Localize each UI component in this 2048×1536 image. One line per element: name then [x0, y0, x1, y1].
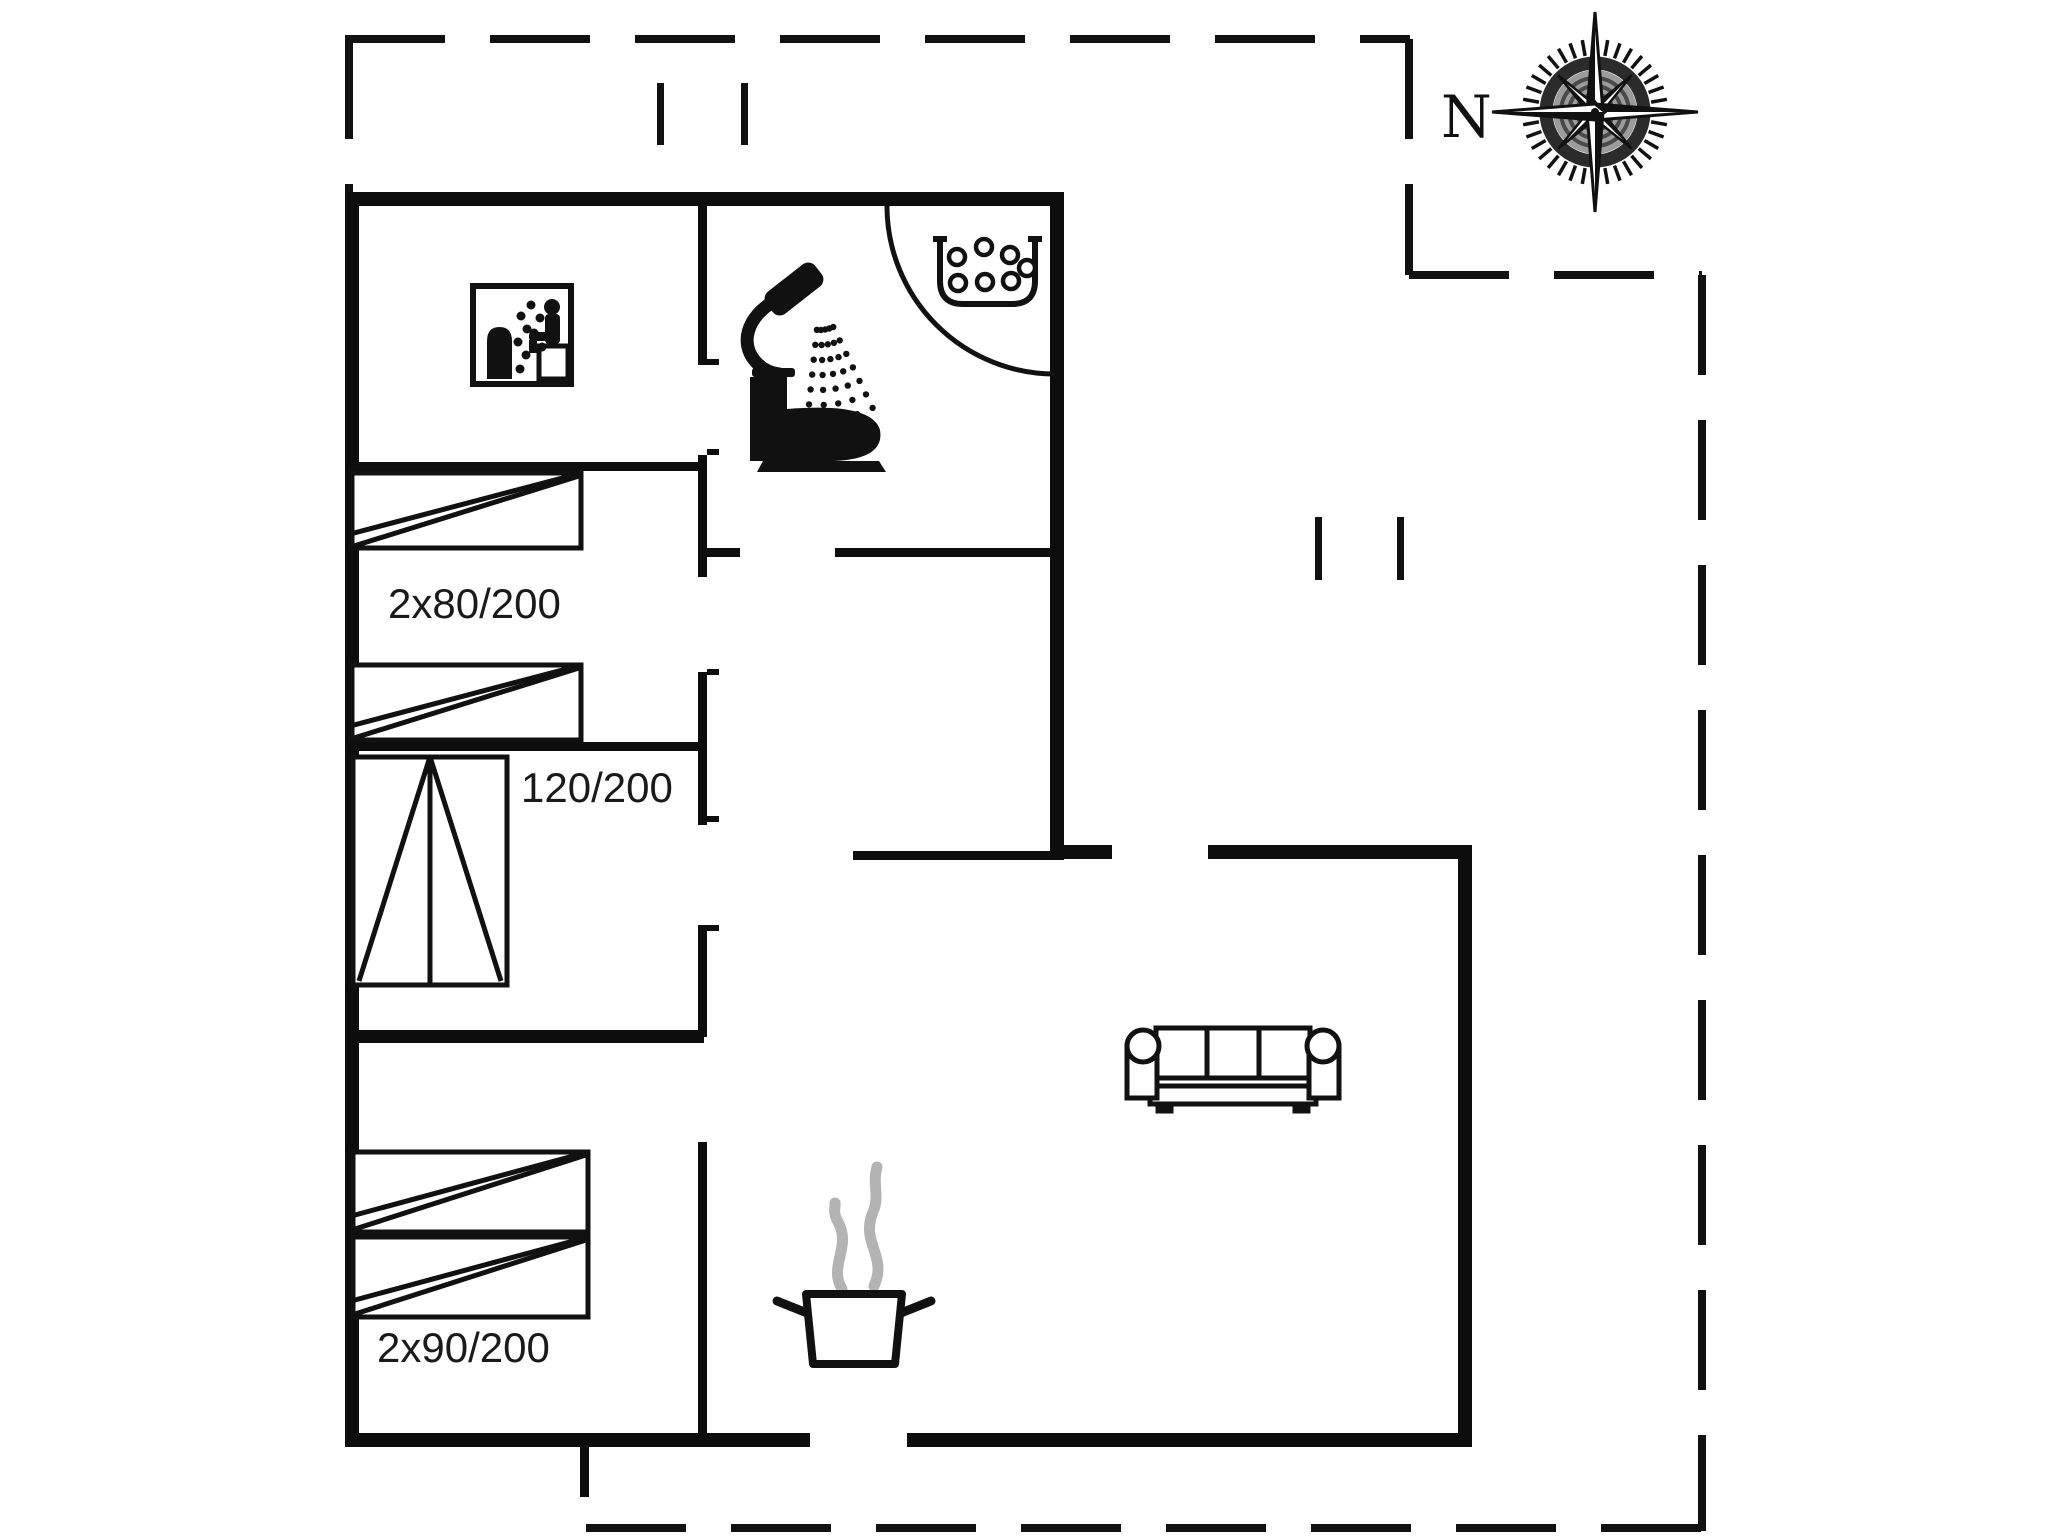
sofa-icon [1124, 1025, 1342, 1114]
wall-bath-bottom-left [698, 548, 740, 557]
wall-south-left [345, 1433, 810, 1447]
wall-hall-seg4 [698, 925, 707, 1037]
gate-tick [1315, 517, 1322, 580]
door-jamb-tick [707, 925, 719, 931]
wall-sauna-bottom [352, 462, 704, 471]
bed-80-top [349, 470, 584, 551]
compass-cardinal-points [1491, 11, 1699, 213]
wall-stub-south [580, 1447, 589, 1497]
north-label: N [1441, 83, 1492, 151]
compass-center [1591, 108, 1599, 116]
sofa-back [1153, 1025, 1313, 1081]
washbasin-stones [946, 236, 1038, 294]
wall-east-upper [1050, 192, 1064, 860]
sofa-armrest-left [1124, 1027, 1162, 1101]
sauna-person [529, 299, 560, 353]
pot-steam [829, 1197, 848, 1295]
wall-bedroom-divider-2 [352, 1030, 704, 1043]
wall-hall-seg5 [698, 1142, 707, 1433]
bed-double-label: 2x90/200 [377, 1324, 550, 1371]
cooking-pot-icon [772, 1161, 936, 1368]
door-jamb-tick [707, 816, 719, 822]
sauna-steam-dots [513, 300, 547, 374]
pot-steam [863, 1161, 884, 1292]
pot-handle [772, 1296, 812, 1318]
shower-handle [740, 296, 786, 381]
wall-living-east [1458, 845, 1472, 1447]
sauna-icon [470, 283, 574, 387]
beds [349, 470, 591, 1320]
door-jamb-tick [707, 669, 719, 675]
bed-bunk-label: 2x80/200 [388, 580, 561, 627]
bed-90-bottom [350, 1234, 591, 1320]
interior-walls [352, 206, 1057, 1497]
door-jamb-tick [707, 449, 719, 455]
terrace-opening-ticks [657, 83, 1404, 580]
wall-hall-seg2 [698, 455, 707, 577]
gate-tick [741, 83, 748, 145]
gate-tick [1397, 517, 1404, 580]
wall-living-top-left [1050, 845, 1112, 859]
door-swing-arc [884, 205, 1056, 377]
sofa-armrest-right [1304, 1027, 1342, 1101]
bed-90-top [350, 1149, 591, 1235]
wall-south-right [907, 1433, 1472, 1447]
wardrobe-icon [350, 754, 510, 988]
bed-80-bottom [349, 662, 584, 743]
shower-head [764, 262, 824, 316]
sauna-stove [487, 327, 512, 379]
sauna-bench [536, 343, 571, 382]
wall-hall-seg1 [698, 206, 707, 365]
washbasin-icon [933, 236, 1042, 307]
terrace-boundary [345, 35, 1706, 1532]
gate-tick [657, 83, 664, 145]
wall-bedroom-divider-1 [352, 742, 704, 751]
pot-body [802, 1290, 906, 1368]
wall-kitchen-half [853, 851, 1053, 860]
bed-middle-label: 120/200 [521, 764, 673, 811]
wall-bath-bottom-right [835, 548, 1057, 557]
door-jamb-tick [707, 359, 719, 365]
toilet-icon [750, 368, 886, 472]
exterior-walls [345, 192, 1472, 1447]
sofa-base [1147, 1083, 1319, 1107]
pot-handle [896, 1296, 936, 1318]
wall-north [345, 192, 1064, 206]
compass-rose-icon [1491, 11, 1699, 213]
wall-living-top-right [1208, 845, 1472, 859]
